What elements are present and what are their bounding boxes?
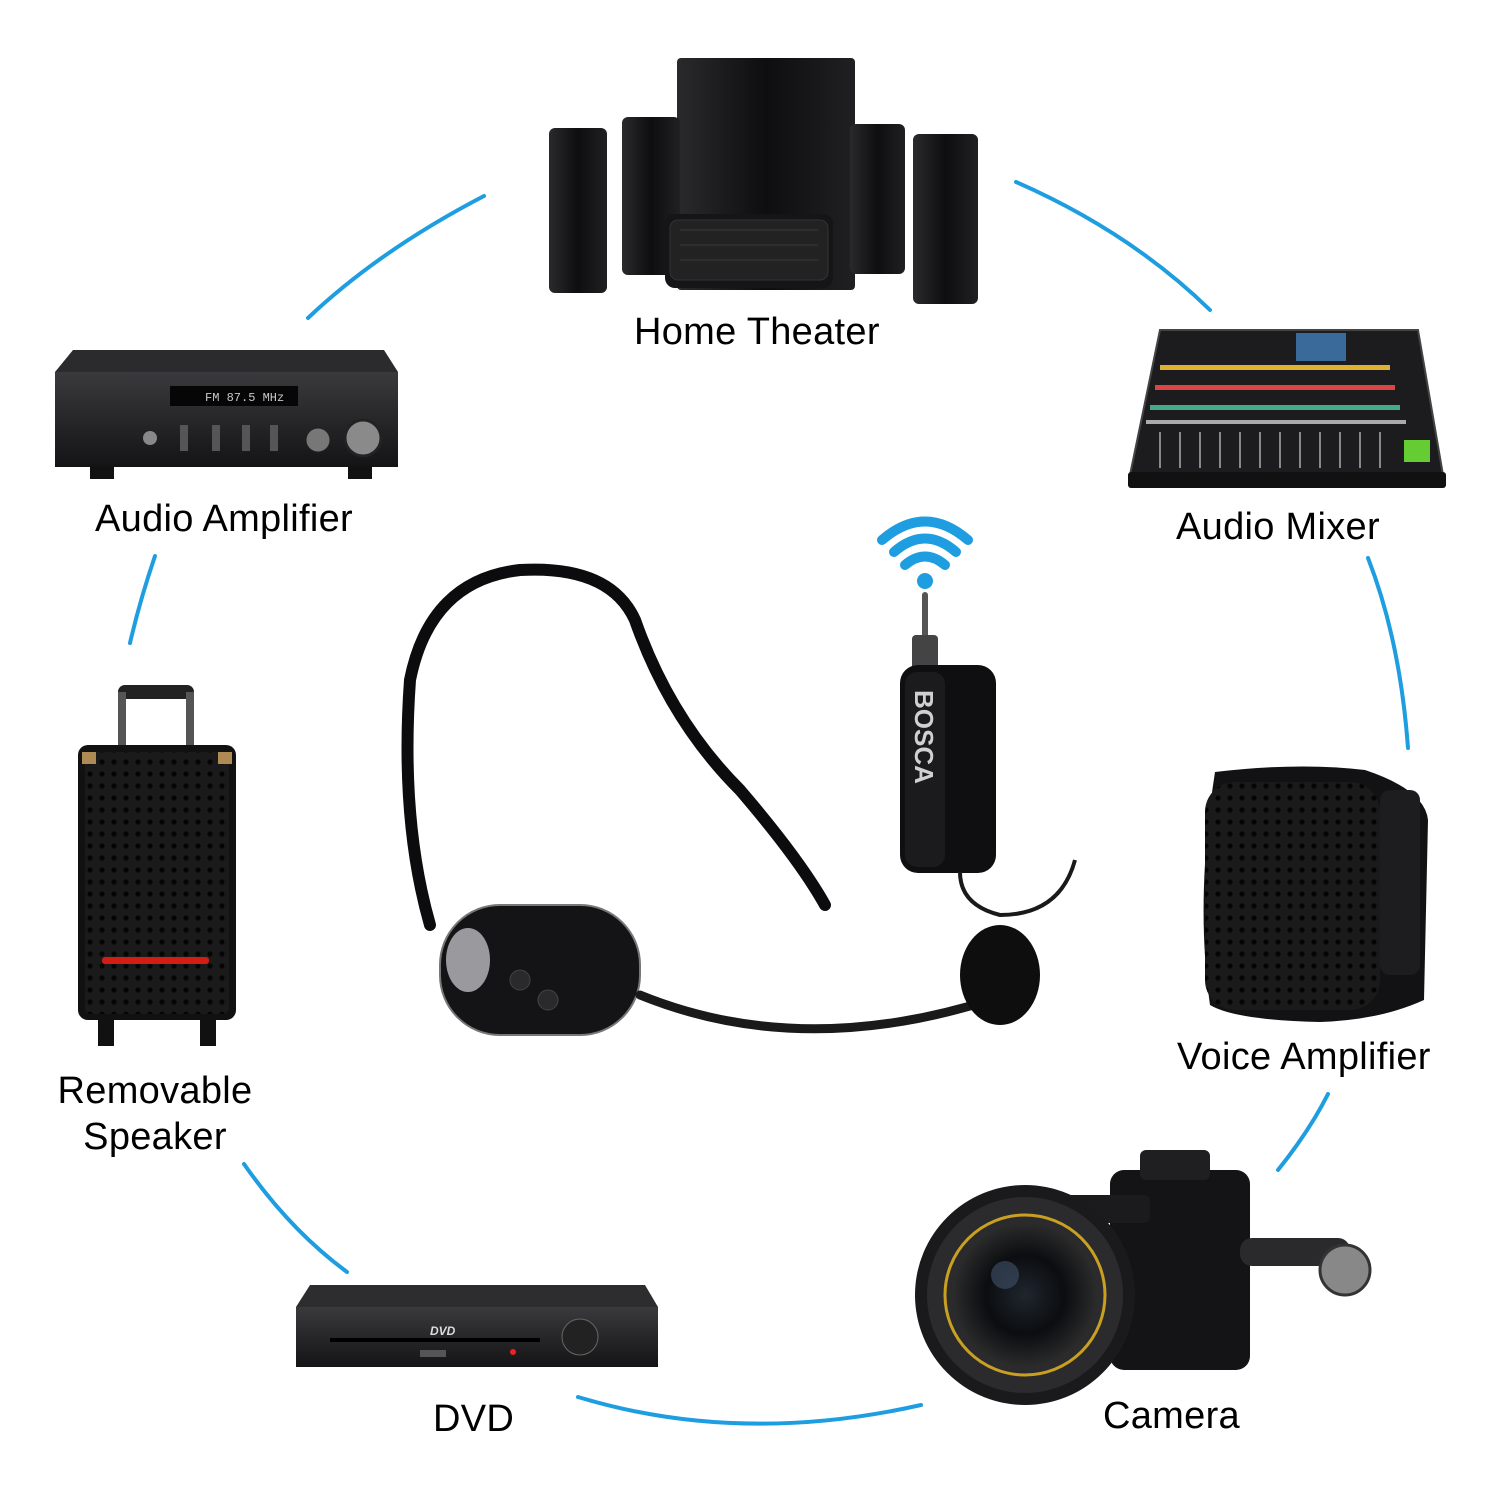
ring-arc-top-left (306, 194, 486, 320)
voice-amplifier-image (1203, 766, 1428, 1022)
removable-speaker-image (78, 685, 236, 1046)
ring-arc-right-upper (1366, 556, 1410, 750)
dvd-label: DVD (433, 1398, 515, 1440)
wifi-wireless-icon (877, 516, 973, 589)
audio-mixer-image (1128, 329, 1446, 488)
ring-arc-bottom (576, 1395, 923, 1426)
brand-text: BOSCA (909, 690, 939, 784)
camera-image (915, 1150, 1372, 1405)
wireless-receiver-image: BOSCA (900, 592, 1077, 918)
removable-speaker-label: Removable Speaker (55, 1069, 255, 1160)
audio-amplifier-image: FM 87.5 MHz (55, 350, 398, 479)
dvd-player-image: DVD (296, 1285, 658, 1367)
home-theater-image (549, 58, 978, 304)
removable-speaker-label-line1: Removable (57, 1070, 253, 1112)
ring-arc-left-upper (128, 554, 157, 645)
audio-mixer-label: Audio Mixer (1176, 506, 1380, 548)
audio-amplifier-label: Audio Amplifier (95, 498, 353, 540)
ring-arc-right-lower (1276, 1092, 1330, 1172)
home-theater-label: Home Theater (634, 311, 880, 353)
voice-amplifier-label: Voice Amplifier (1177, 1036, 1431, 1078)
ring-arc-top-right (1014, 180, 1212, 312)
camera-label: Camera (1103, 1395, 1240, 1437)
connection-ring (128, 180, 1410, 1426)
dvd-logo-text: DVD (430, 1324, 456, 1338)
amplifier-display-text: FM 87.5 MHz (205, 391, 284, 405)
ring-arc-left-lower (242, 1162, 349, 1274)
removable-speaker-label-line2: Speaker (83, 1115, 227, 1158)
headset-microphone-image (401, 563, 1040, 1036)
